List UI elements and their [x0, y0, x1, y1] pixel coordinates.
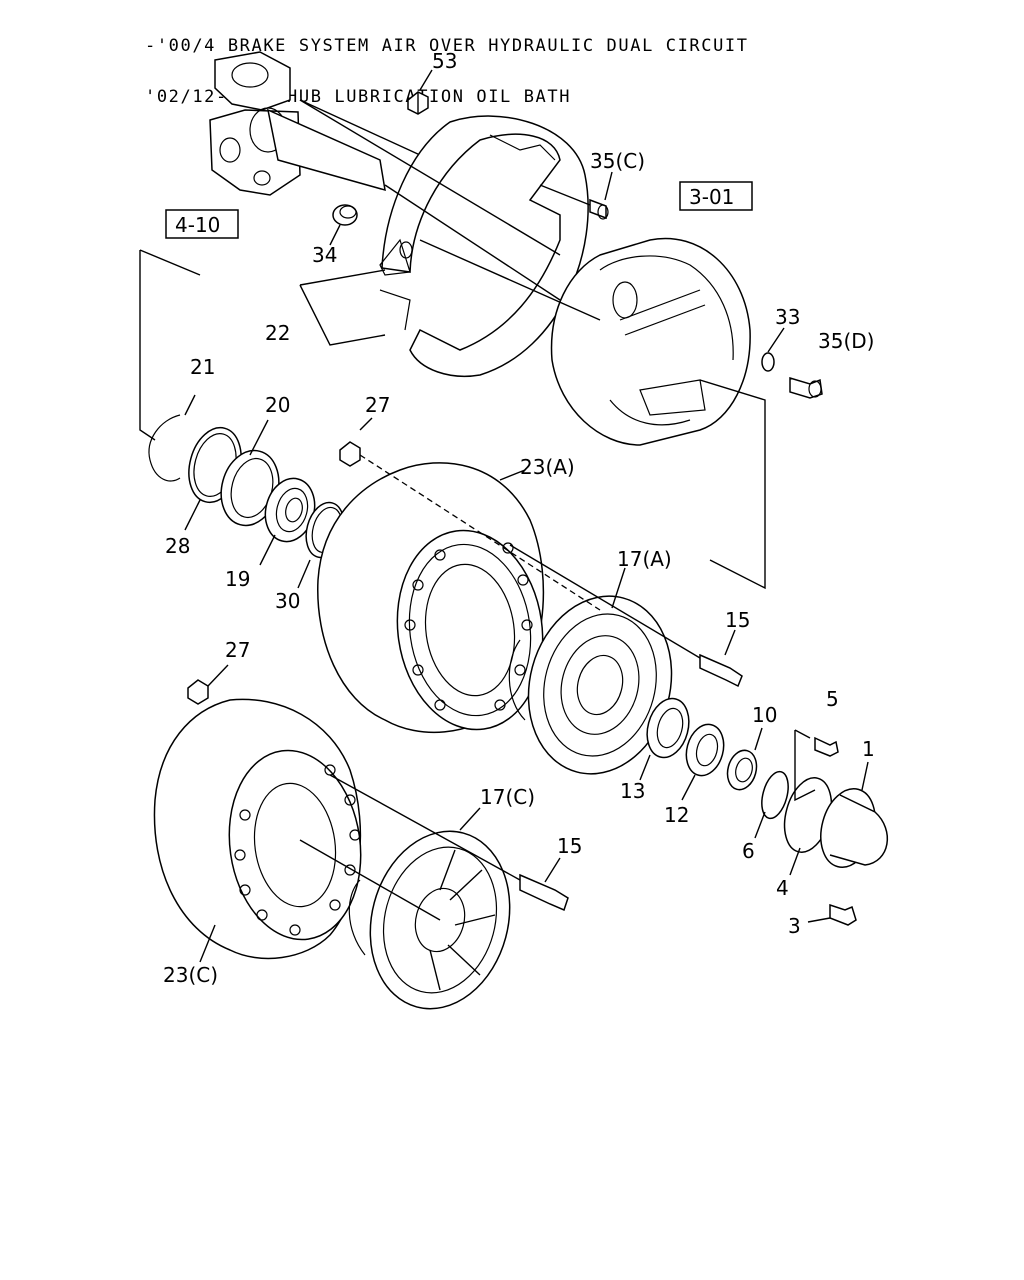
nut-10-part [726, 749, 758, 791]
bearing-13-part [646, 697, 690, 759]
callout-15a: 15 [725, 608, 750, 632]
race-12-part [685, 723, 725, 777]
callout-17a: 17(A) [617, 547, 672, 571]
nut-27a-part [339, 441, 361, 467]
callout-4: 4 [776, 876, 789, 900]
callout-17c: 17(C) [480, 785, 535, 809]
hub-cap-1-part [820, 788, 889, 868]
callout-13: 13 [620, 779, 645, 803]
brake-drum-23c-part [153, 698, 362, 960]
backing-plate-part [379, 115, 589, 377]
steering-knuckle-part [209, 51, 421, 196]
brake-shoe-assembly-part [550, 237, 751, 446]
oil-seal-21-part [148, 414, 181, 482]
callout-28: 28 [165, 534, 190, 558]
bolt-35c-part [539, 184, 609, 220]
plug-34-part [332, 204, 358, 226]
callout-20: 20 [265, 393, 290, 417]
callout-1: 1 [862, 737, 875, 761]
stud-15a-part [699, 653, 743, 688]
header-line-1: -'00/4 BRAKE SYSTEM AIR OVER HYDRAULIC D… [145, 36, 749, 56]
hub-17a-part [508, 595, 673, 775]
nut-27b-part [187, 679, 209, 705]
leader-lines [139, 69, 869, 963]
bearing-19-part [264, 477, 316, 543]
callout-19: 19 [225, 567, 250, 591]
callout-6: 6 [742, 839, 755, 863]
brake-drum-23a-part [317, 462, 545, 734]
callout-5: 5 [826, 687, 839, 711]
callout-27b: 27 [225, 638, 250, 662]
ref-label-3-01: 3-01 [689, 185, 734, 209]
diagram-header: -'00/4 BRAKE SYSTEM AIR OVER HYDRAULIC D… [145, 4, 749, 123]
callout-15b: 15 [557, 834, 582, 858]
callout-34: 34 [312, 243, 337, 267]
callout-33: 33 [775, 305, 800, 329]
callout-27a: 27 [365, 393, 390, 417]
ref-box-3-01[interactable]: 3-01 [679, 181, 753, 211]
callout-35d: 35(D) [818, 329, 874, 353]
callout-23a: 23(A) [520, 455, 575, 479]
callout-23c: 23(C) [163, 963, 218, 987]
callout-22: 22 [265, 321, 290, 345]
ref-label-4-10: 4-10 [175, 213, 220, 237]
washer-6-part [761, 770, 789, 820]
callout-30: 30 [275, 589, 300, 613]
washer-33-part [761, 352, 775, 372]
callout-10: 10 [752, 703, 777, 727]
bolt-3-part [829, 903, 857, 926]
callout-3: 3 [788, 914, 801, 938]
callout-53: 53 [432, 49, 457, 73]
callout-21: 21 [190, 355, 215, 379]
callout-35c: 35(C) [590, 149, 645, 173]
stud-15b-part [519, 873, 569, 912]
nut-53-part [407, 91, 429, 115]
bolt-5-part [814, 736, 839, 757]
bolt-35d-part [789, 376, 823, 399]
ref-box-4-10[interactable]: 4-10 [165, 209, 239, 239]
callout-12: 12 [664, 803, 689, 827]
